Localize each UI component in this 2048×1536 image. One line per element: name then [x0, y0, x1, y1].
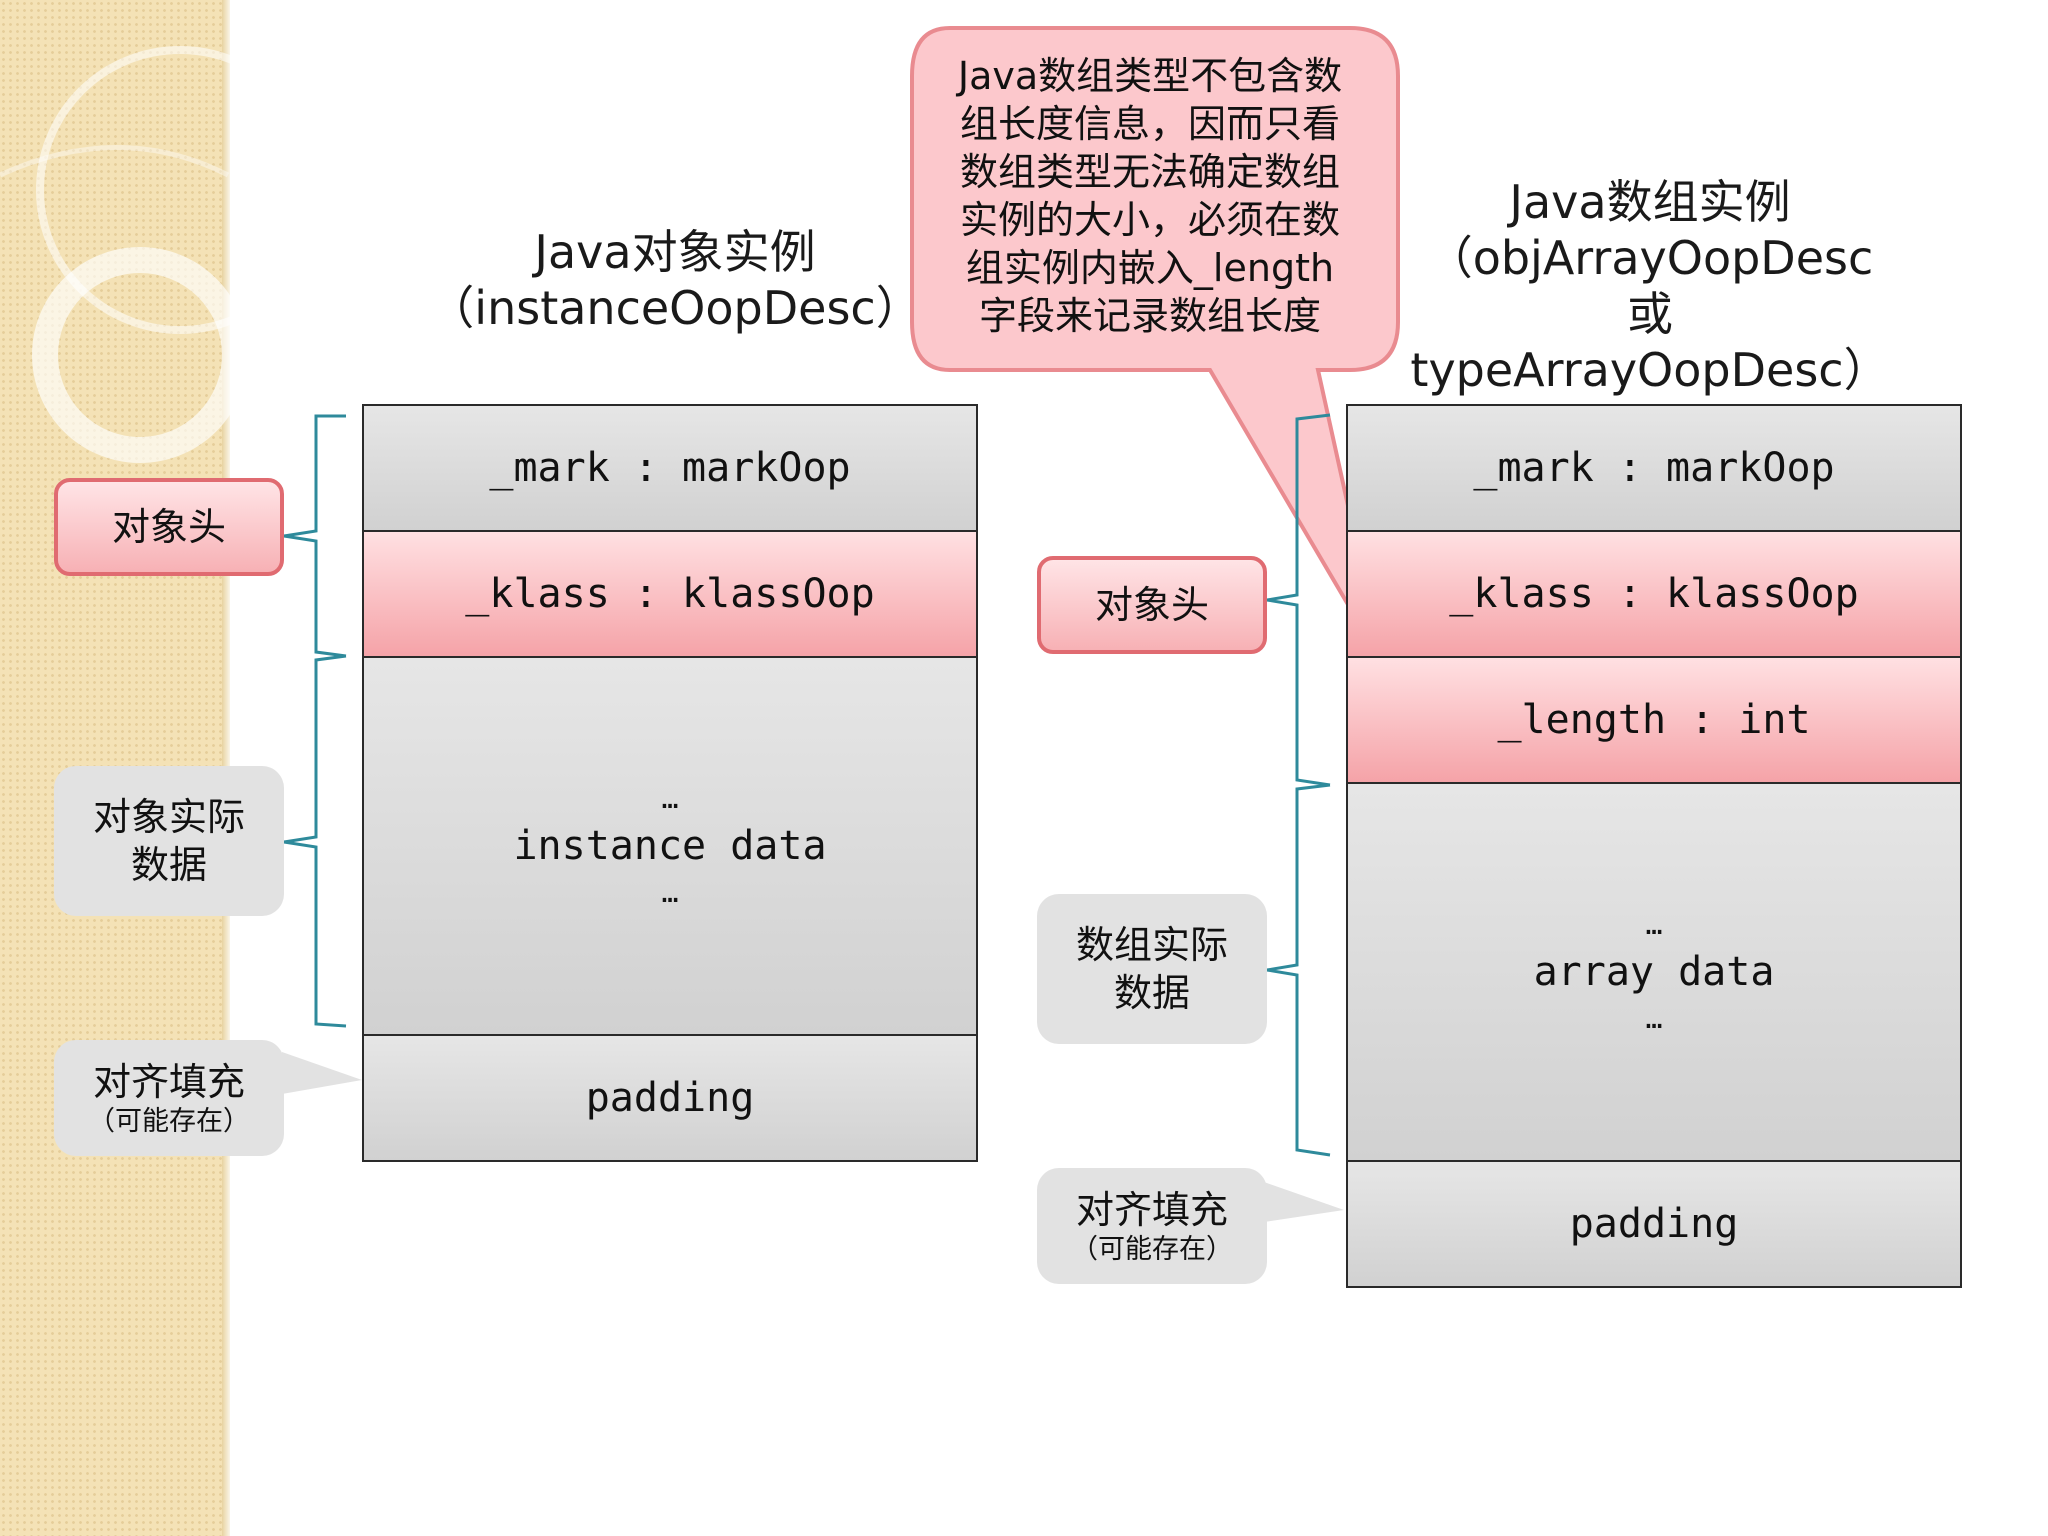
right-length-cell: _length : int	[1346, 656, 1962, 784]
left-data-brace	[283, 654, 347, 1028]
right-data-label-line: 数组实际	[1075, 923, 1228, 967]
left-padding-cell: padding	[362, 1034, 978, 1162]
left-klass-cell: _klass : klassOop	[362, 530, 978, 658]
right-header-label: 对象头	[1037, 556, 1267, 654]
left-padding-field: padding	[585, 1075, 755, 1121]
right-padding-label-sub: （可能存在）	[1071, 1234, 1233, 1265]
left-title-line: Java对象实例	[534, 225, 816, 279]
callout-line: Java数组类型不包含数	[957, 54, 1343, 98]
callout-line: 实例的大小，必须在数	[959, 198, 1340, 242]
left-header-label: 对象头	[54, 478, 284, 576]
right-dots-bottom: …	[1645, 1002, 1663, 1035]
left-title-line: （instanceOopDesc）	[428, 281, 922, 335]
right-array-data-cell: … array data …	[1346, 782, 1962, 1162]
right-data-label: 数组实际 数据	[1037, 894, 1267, 1044]
callout-line: 组长度信息，因而只看	[959, 102, 1340, 146]
right-mark-field: _mark : markOop	[1473, 445, 1835, 491]
left-header-label-text: 对象头	[111, 505, 226, 549]
decor-ring-large	[36, 46, 324, 334]
left-klass-field: _klass : klassOop	[465, 571, 875, 617]
decor-ring-small	[32, 247, 248, 463]
right-padding-pointer	[1264, 1182, 1344, 1222]
right-header-label-text: 对象头	[1094, 583, 1209, 627]
right-padding-label: 对齐填充 （可能存在）	[1037, 1168, 1267, 1284]
right-title-line: typeArrayOopDesc）	[1410, 343, 1890, 397]
right-title-line: Java数组实例	[1509, 175, 1791, 229]
callout-line: 数组类型无法确定数组	[959, 150, 1340, 194]
left-padding-pointer	[282, 1052, 362, 1094]
right-mark-cell: _mark : markOop	[1346, 404, 1962, 532]
left-padding-label-main: 对齐填充	[92, 1060, 245, 1104]
right-padding-field: padding	[1569, 1201, 1739, 1247]
left-header-brace	[283, 414, 347, 658]
left-title: Java对象实例 （instanceOopDesc）	[380, 224, 970, 336]
right-title-line: 或	[1627, 287, 1673, 341]
left-data-label-line: 数据	[130, 843, 207, 887]
callout-line: 组实例内嵌入_length	[965, 246, 1335, 290]
left-dots-top: …	[661, 782, 679, 815]
left-dots-bottom: …	[661, 876, 679, 909]
right-klass-field: _klass : klassOop	[1449, 571, 1859, 617]
left-mark-cell: _mark : markOop	[362, 404, 978, 532]
right-data-label-line: 数据	[1113, 971, 1190, 1015]
right-array-data: array data	[1533, 949, 1775, 995]
right-title-line: （objArrayOopDesc	[1426, 231, 1874, 285]
right-dots-top: …	[1645, 908, 1663, 941]
left-instance-data-cell: … instance data …	[362, 656, 978, 1036]
left-instance-data: instance data	[513, 823, 827, 869]
left-padding-label: 对齐填充 （可能存在）	[54, 1040, 284, 1156]
decor-arc	[0, 145, 230, 178]
left-data-label: 对象实际 数据	[54, 766, 284, 916]
right-title: Java数组实例 （objArrayOopDesc 或 typeArrayOop…	[1400, 174, 1900, 398]
left-data-label-line: 对象实际	[92, 795, 245, 839]
right-length-field: _length : int	[1497, 697, 1811, 743]
callout-line: 字段来记录数组长度	[978, 294, 1321, 338]
left-padding-label-sub: （可能存在）	[88, 1106, 250, 1137]
right-header-brace	[1266, 413, 1331, 787]
left-mark-field: _mark : markOop	[489, 445, 851, 491]
right-klass-cell: _klass : klassOop	[1346, 530, 1962, 658]
right-data-brace	[1266, 783, 1331, 1157]
callout-bubble	[910, 26, 1400, 666]
callout-text: Java数组类型不包含数 组长度信息，因而只看 数组类型无法确定数组 实例的大小…	[940, 52, 1360, 340]
right-padding-label-main: 对齐填充	[1075, 1188, 1228, 1232]
right-padding-cell: padding	[1346, 1160, 1962, 1288]
